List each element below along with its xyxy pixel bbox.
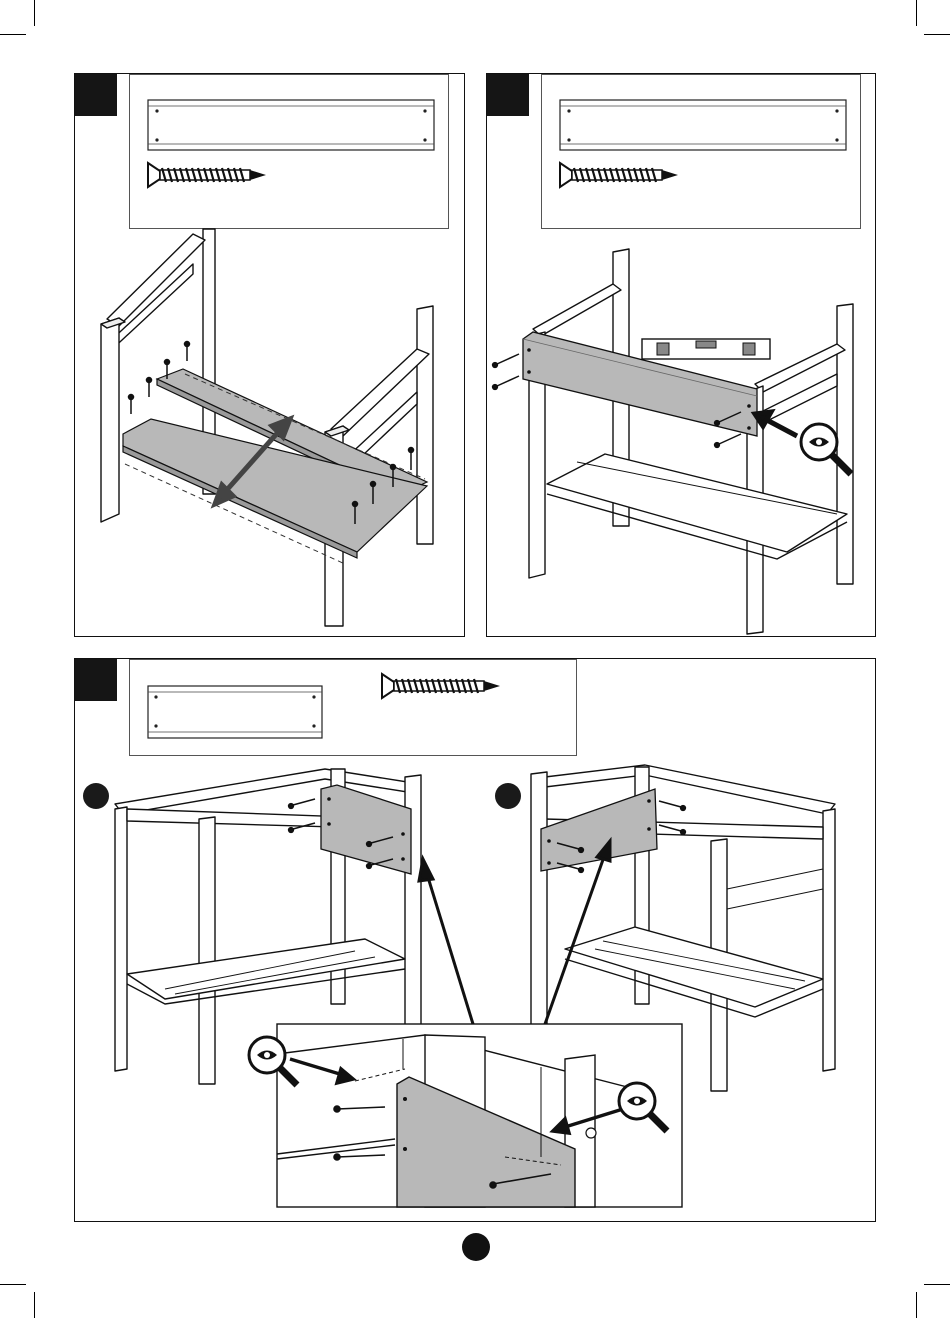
step-panel-3 xyxy=(74,658,876,1222)
detail-inset xyxy=(249,1024,682,1207)
step-panel-2 xyxy=(486,73,876,637)
crop-mark xyxy=(924,34,950,35)
crop-mark xyxy=(0,1284,26,1285)
crop-mark xyxy=(34,1292,35,1318)
step-2-illustration xyxy=(487,74,877,638)
crop-mark xyxy=(924,1284,950,1285)
spirit-level-icon xyxy=(642,339,770,359)
page-number-badge xyxy=(462,1233,490,1261)
crop-mark xyxy=(0,34,26,35)
crop-mark xyxy=(916,1292,917,1318)
crop-mark xyxy=(916,0,917,26)
step-panel-1 xyxy=(74,73,465,637)
step-3-illustration xyxy=(75,659,877,1223)
crop-mark xyxy=(34,0,35,26)
step-1-illustration xyxy=(75,74,466,638)
